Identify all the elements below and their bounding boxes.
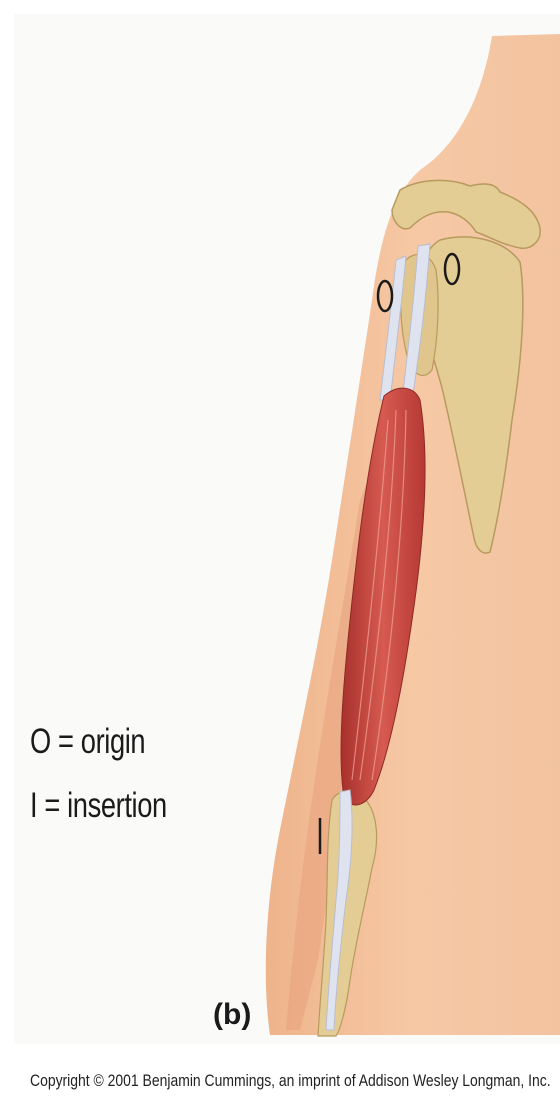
panel-label: (b) <box>213 998 251 1032</box>
legend-insertion: I = insertion <box>30 786 167 826</box>
copyright-notice: Copyright © 2001 Benjamin Cummings, an i… <box>30 1071 551 1091</box>
legend-origin: O = origin <box>30 722 145 762</box>
